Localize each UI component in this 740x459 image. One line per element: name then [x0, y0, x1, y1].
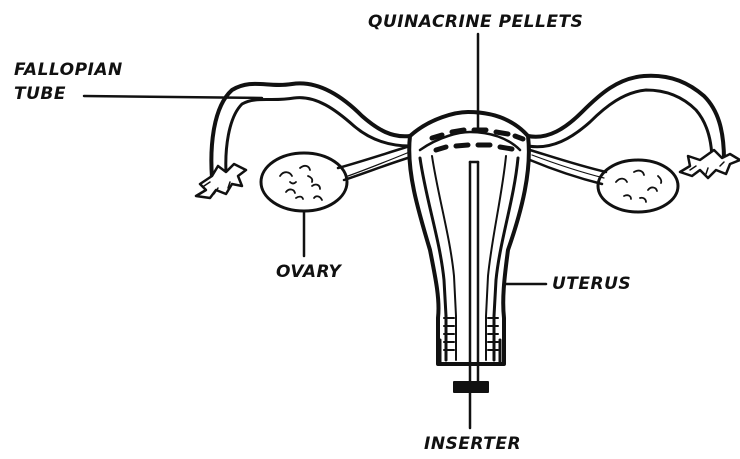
left-ligament: [338, 146, 410, 168]
right-fimbriae: [680, 150, 740, 178]
inserter-label: INSERTER: [424, 434, 521, 454]
fallopian-tube-label-line1: FALLOPIAN: [14, 60, 123, 80]
quinacrine-pellets-label: QUINACRINE PELLETS: [368, 12, 583, 32]
ovary-label: OVARY: [276, 262, 341, 282]
inserter-handle: [454, 382, 488, 392]
fallopian-tube-label-line2: TUBE: [14, 84, 123, 104]
left-fimbriae: [196, 164, 246, 198]
right-ligament: [530, 150, 606, 172]
right-fallopian-tube: [528, 76, 724, 160]
right-ovary: [598, 160, 678, 212]
left-ovary: [261, 153, 347, 211]
uterus-label: UTERUS: [552, 274, 631, 294]
fallopian-tube-label: FALLOPIAN TUBE: [14, 60, 123, 104]
